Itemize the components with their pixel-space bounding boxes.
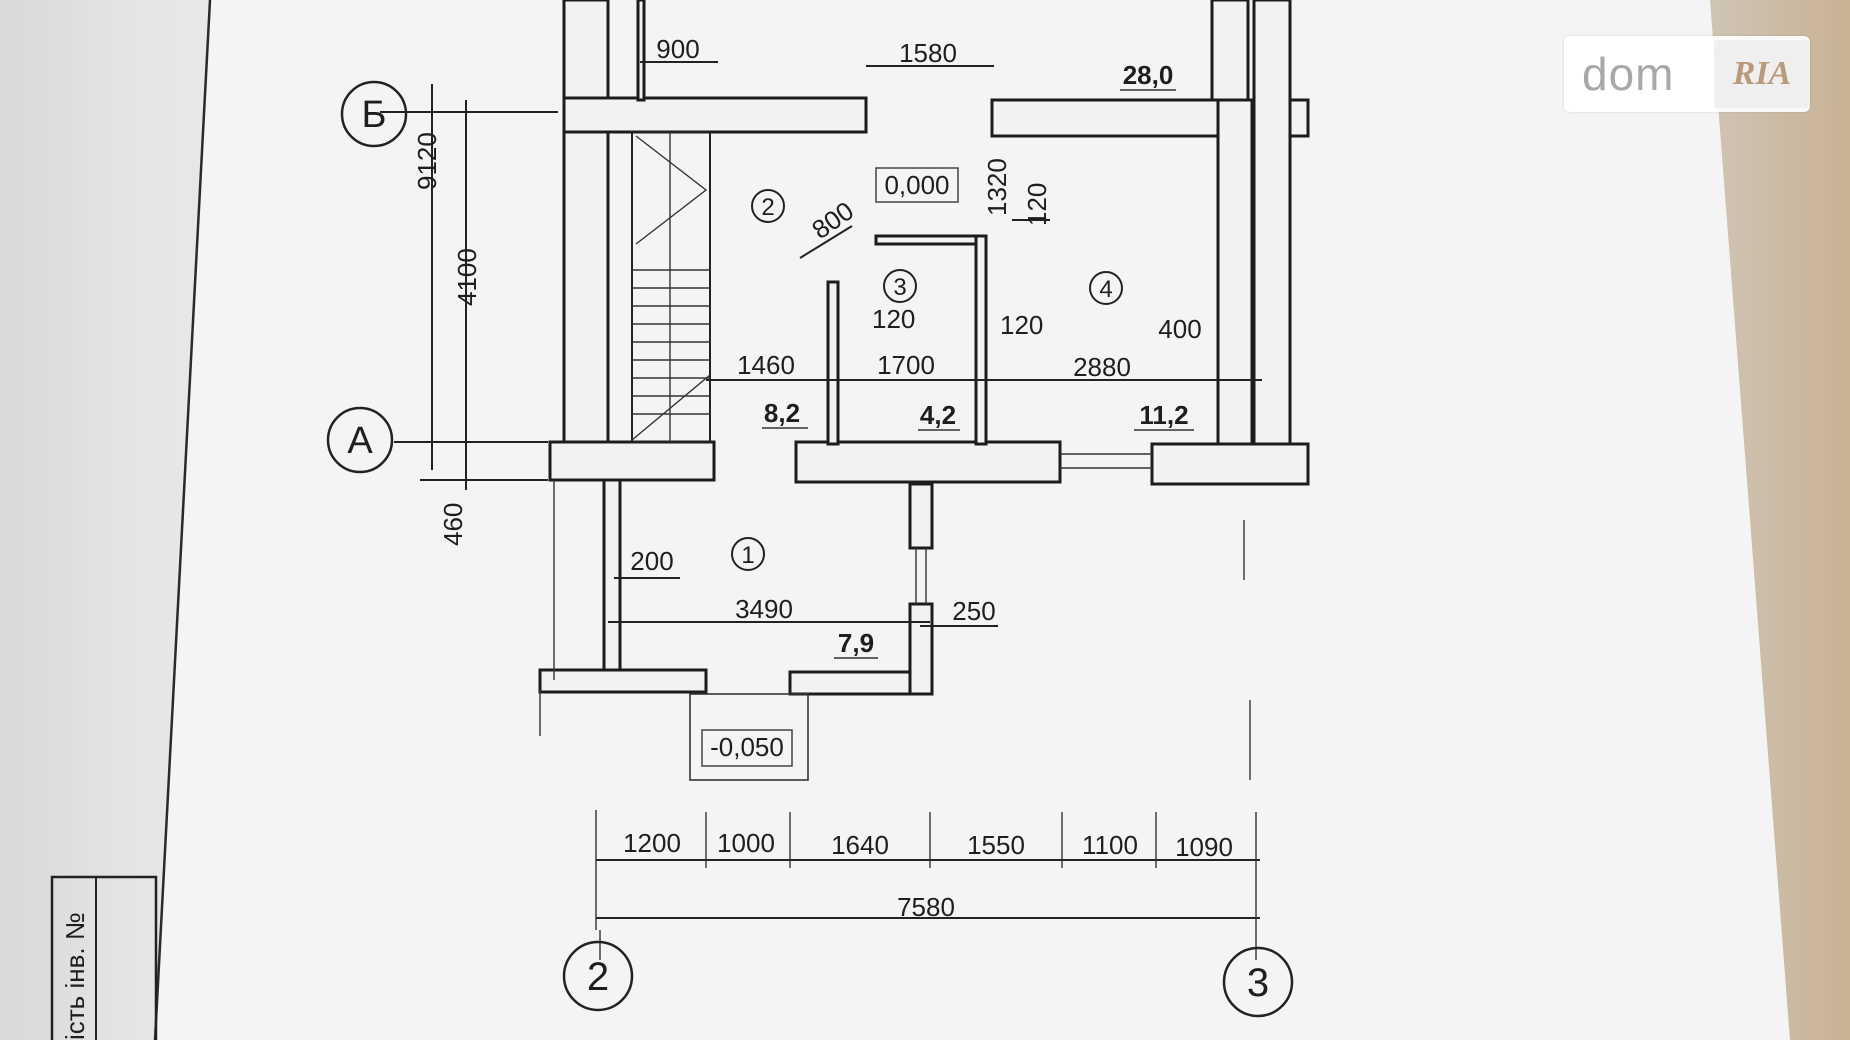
title-stamp: ість інв. № — [50, 875, 158, 1040]
dim-4100: 4100 — [452, 248, 482, 306]
dim-2880: 2880 — [1073, 352, 1131, 382]
sheet-border-line — [153, 0, 212, 1040]
room-number-3: 3 — [893, 274, 906, 301]
axis-label-a: А — [347, 420, 373, 462]
axis-label-3: 3 — [1247, 961, 1269, 1005]
watermark-dom-text: dom — [1582, 48, 1675, 100]
axis-label-b: Б — [362, 94, 387, 136]
dim-250: 250 — [952, 596, 995, 626]
dim-9120: 9120 — [412, 132, 442, 190]
dim-bottom-1090: 1090 — [1175, 832, 1233, 862]
dim-200: 200 — [630, 546, 673, 576]
room-numbers: 2 3 4 1 — [731, 189, 1123, 571]
room-areas: 28,0 8,2 4,2 11,2 7,9 — [762, 60, 1194, 659]
dim-total-7580: 7580 — [897, 892, 955, 922]
dim-bottom-1550: 1550 — [967, 830, 1025, 860]
dim-bottom-1200: 1200 — [623, 828, 681, 858]
dim-400: 400 — [1158, 314, 1201, 344]
dim-bottom-1100: 1100 — [1082, 830, 1138, 860]
axis-markers: Б А 2 3 — [326, 80, 1294, 1018]
area-top: 28,0 — [1123, 60, 1174, 90]
dom-ria-watermark: dom RIA — [1564, 36, 1810, 112]
stamp-text: ість інв. № — [60, 912, 90, 1040]
area-room-3: 4,2 — [920, 400, 956, 430]
dim-120-top: 120 — [1022, 183, 1052, 226]
dim-1700: 1700 — [877, 350, 935, 380]
dim-120-left: 120 — [872, 304, 915, 334]
walls — [538, 0, 1310, 781]
room-number-2: 2 — [761, 194, 774, 221]
dimension-lines — [380, 61, 1262, 960]
area-room-1: 7,9 — [838, 628, 874, 658]
level-floor: 0,000 — [884, 170, 949, 200]
dim-1320: 1320 — [982, 158, 1012, 216]
level-entrance: -0,050 — [710, 732, 784, 762]
staircase — [631, 131, 711, 443]
area-room-2: 8,2 — [764, 398, 800, 428]
area-room-4: 11,2 — [1139, 400, 1188, 430]
paper-sheet — [155, 0, 1790, 1040]
watermark-ria-logo: RIA — [1714, 40, 1810, 108]
dim-460: 460 — [438, 503, 468, 546]
dim-bottom-1000: 1000 — [717, 828, 775, 858]
room-number-1: 1 — [741, 542, 754, 569]
dim-3490: 3490 — [735, 594, 793, 624]
dim-120-right: 120 — [1000, 310, 1043, 340]
level-marks: 0,000 -0,050 — [701, 167, 959, 767]
room-number-4: 4 — [1099, 276, 1112, 303]
dim-bottom-1640: 1640 — [831, 830, 889, 860]
dim-1580: 1580 — [899, 38, 957, 68]
dim-1460: 1460 — [737, 350, 795, 380]
axis-label-2: 2 — [587, 955, 609, 999]
dim-900: 900 — [656, 34, 699, 64]
